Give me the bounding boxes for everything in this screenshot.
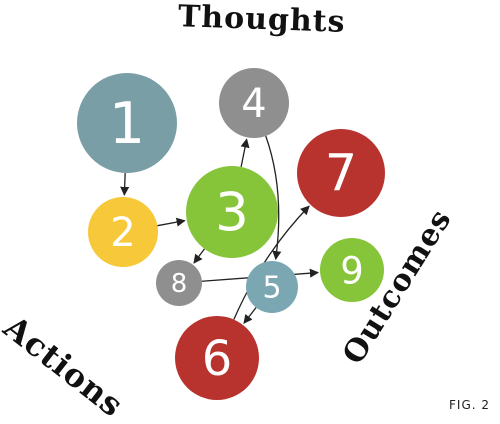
- node-3-circle: [186, 166, 278, 258]
- thoughts-label: Thoughts: [177, 0, 347, 40]
- edge-3-4: [240, 138, 250, 168]
- node-9-circle: [320, 238, 384, 302]
- node-1: 1: [77, 73, 177, 173]
- node-8-label: 8: [171, 269, 188, 299]
- figure-number-label: FIG. 2: [449, 398, 491, 412]
- node-2-label: 2: [110, 210, 135, 256]
- node-6: 6: [175, 316, 259, 400]
- node-6-label: 6: [202, 331, 233, 387]
- node-7: 7: [297, 129, 385, 217]
- node-4-label: 4: [241, 81, 266, 127]
- node-4: 4: [219, 68, 289, 138]
- edge-1-2: [120, 172, 130, 196]
- node-3: 3: [186, 166, 278, 258]
- edge-2-3: [157, 217, 186, 227]
- node-6-circle: [175, 316, 259, 400]
- edge-3-8: [193, 248, 206, 264]
- node-2: 2: [88, 197, 158, 267]
- node-2-circle: [88, 197, 158, 267]
- node-7-circle: [297, 129, 385, 217]
- node-8: 8: [156, 260, 202, 306]
- node-8-circle: [156, 260, 202, 306]
- node-5-label: 5: [262, 271, 281, 306]
- node-7-label: 7: [325, 145, 357, 204]
- node-1-label: 1: [109, 91, 145, 157]
- node-9: 9: [320, 238, 384, 302]
- node-5: 5: [246, 261, 298, 313]
- node-9-label: 9: [340, 250, 364, 293]
- node-3-label: 3: [215, 183, 249, 244]
- edge-6-7: [233, 205, 310, 320]
- node-1-circle: [77, 73, 177, 173]
- node-5-circle: [246, 261, 298, 313]
- node-4-circle: [219, 68, 289, 138]
- edge-5-6: [243, 307, 257, 324]
